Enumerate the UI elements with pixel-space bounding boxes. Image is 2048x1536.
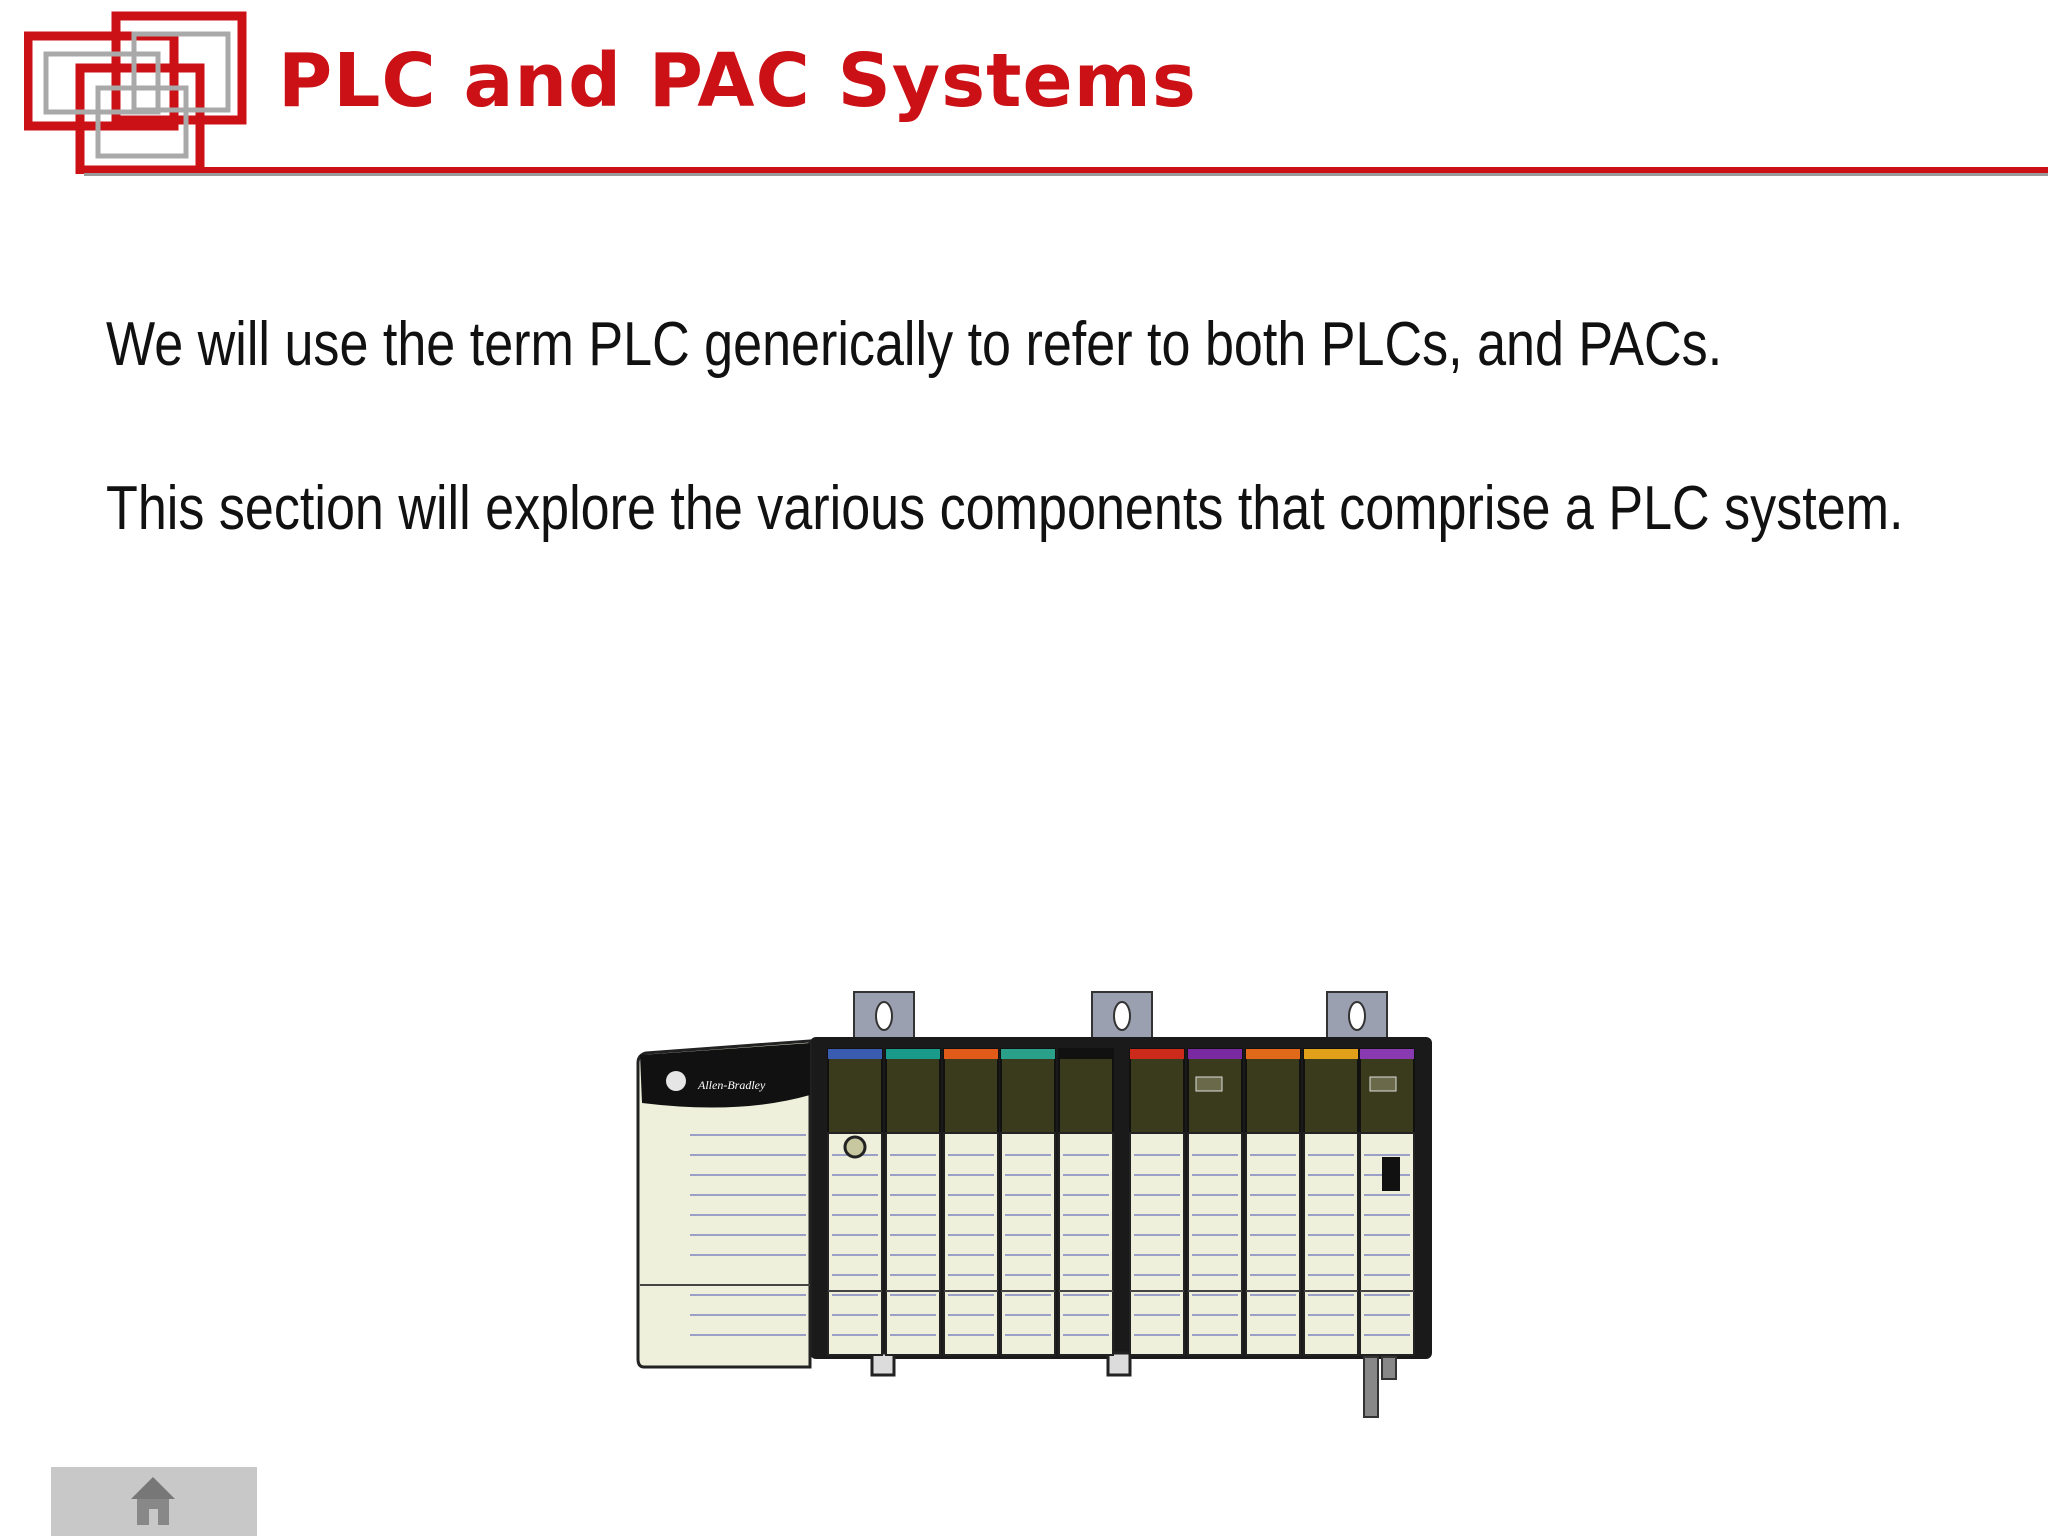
mounting-tabs (853, 991, 1388, 1045)
io-modules (827, 1048, 1415, 1356)
module-display (1369, 1076, 1397, 1092)
io-module (1245, 1048, 1301, 1356)
logo-overlapping-squares-icon (24, 11, 247, 174)
io-module (885, 1048, 941, 1356)
body-paragraph-2: This section will explore the various co… (106, 474, 1904, 543)
io-module (1129, 1048, 1185, 1356)
body-paragraph-1: We will use the term PLC generically to … (106, 310, 1723, 379)
io-module (1058, 1048, 1114, 1356)
io-module (1187, 1048, 1243, 1356)
io-module (943, 1048, 999, 1356)
plc-chassis-image: Allen-Bradley (636, 991, 1432, 1418)
module-port (1382, 1157, 1400, 1191)
key-switch (843, 1135, 867, 1159)
module-display (1195, 1076, 1223, 1092)
io-module (827, 1048, 883, 1356)
io-module (1359, 1048, 1415, 1356)
title-underline-red (84, 167, 2048, 173)
title-underline-gray (84, 173, 2048, 176)
brand-label: Allen-Bradley (697, 1078, 766, 1092)
io-module (1000, 1048, 1056, 1356)
slide-title: PLC and PAC Systems (278, 38, 1197, 124)
home-button[interactable] (51, 1467, 257, 1536)
io-module (1303, 1048, 1359, 1356)
home-icon (131, 1477, 175, 1525)
